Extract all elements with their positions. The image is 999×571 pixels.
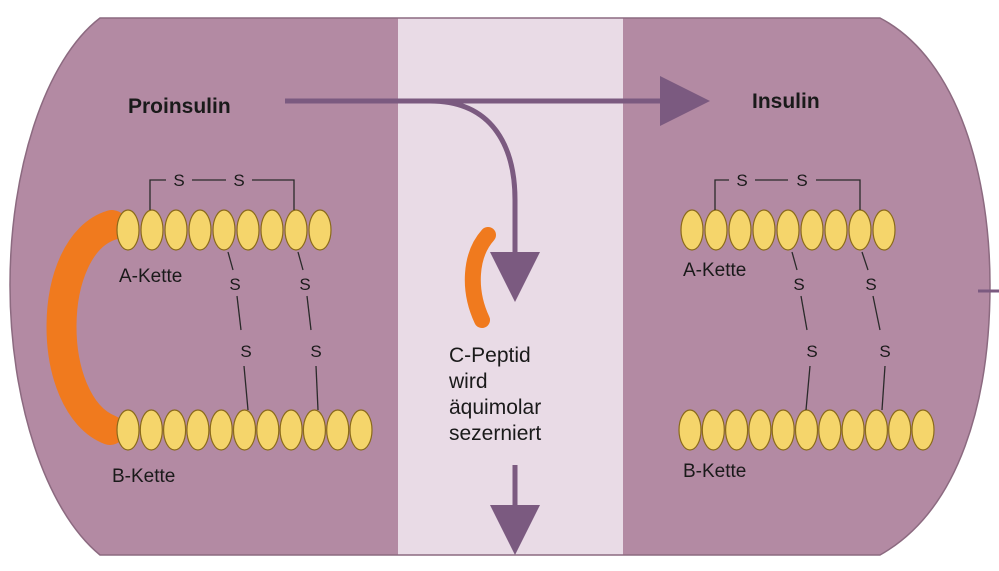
amino-acid-bead bbox=[187, 410, 209, 450]
proinsulin-b-chain bbox=[117, 410, 372, 450]
amino-acid-bead bbox=[210, 410, 232, 450]
insulin-b-chain bbox=[679, 410, 934, 450]
amino-acid-bead bbox=[705, 210, 727, 250]
sulfur-label: S bbox=[299, 275, 310, 294]
c-peptide-caption-line: sezerniert bbox=[449, 422, 541, 445]
amino-acid-bead bbox=[165, 210, 187, 250]
insulin-b-chain-label: B-Kette bbox=[683, 461, 746, 482]
amino-acid-bead bbox=[141, 210, 163, 250]
amino-acid-bead bbox=[889, 410, 911, 450]
sulfur-label: S bbox=[796, 171, 807, 190]
amino-acid-bead bbox=[912, 410, 934, 450]
sulfur-label: S bbox=[865, 275, 876, 294]
center-strip bbox=[398, 0, 623, 571]
amino-acid-bead bbox=[849, 210, 871, 250]
amino-acid-bead bbox=[729, 210, 751, 250]
amino-acid-bead bbox=[234, 410, 256, 450]
sulfur-label: S bbox=[793, 275, 804, 294]
amino-acid-bead bbox=[237, 210, 259, 250]
amino-acid-bead bbox=[117, 210, 139, 250]
amino-acid-bead bbox=[117, 410, 139, 450]
c-peptide-caption-line: wird bbox=[448, 370, 488, 393]
sulfur-label: S bbox=[310, 342, 321, 361]
amino-acid-bead bbox=[140, 410, 162, 450]
amino-acid-bead bbox=[825, 210, 847, 250]
sulfur-label: S bbox=[240, 342, 251, 361]
amino-acid-bead bbox=[842, 410, 864, 450]
sulfur-label: S bbox=[173, 171, 184, 190]
amino-acid-bead bbox=[213, 210, 235, 250]
amino-acid-bead bbox=[819, 410, 841, 450]
amino-acid-bead bbox=[189, 210, 211, 250]
sulfur-label: S bbox=[233, 171, 244, 190]
proinsulin-a-chain-label: A-Kette bbox=[119, 266, 182, 287]
amino-acid-bead bbox=[801, 210, 823, 250]
amino-acid-bead bbox=[702, 410, 724, 450]
amino-acid-bead bbox=[280, 410, 302, 450]
amino-acid-bead bbox=[679, 410, 701, 450]
amino-acid-bead bbox=[753, 210, 775, 250]
sulfur-label: S bbox=[806, 342, 817, 361]
proinsulin-title: Proinsulin bbox=[128, 95, 231, 118]
amino-acid-bead bbox=[285, 210, 307, 250]
sulfur-label: S bbox=[229, 275, 240, 294]
amino-acid-bead bbox=[777, 210, 799, 250]
amino-acid-bead bbox=[873, 210, 895, 250]
sulfur-label: S bbox=[736, 171, 747, 190]
amino-acid-bead bbox=[257, 410, 279, 450]
proinsulin-a-chain bbox=[117, 210, 331, 250]
amino-acid-bead bbox=[303, 410, 325, 450]
insulin-a-chain-label: A-Kette bbox=[683, 260, 746, 281]
amino-acid-bead bbox=[681, 210, 703, 250]
amino-acid-bead bbox=[327, 410, 349, 450]
amino-acid-bead bbox=[164, 410, 186, 450]
c-peptide-caption-line: C-Peptid bbox=[449, 344, 531, 367]
amino-acid-bead bbox=[726, 410, 748, 450]
amino-acid-bead bbox=[749, 410, 771, 450]
proinsulin-b-chain-label: B-Kette bbox=[112, 466, 175, 487]
insulin-title: Insulin bbox=[752, 90, 820, 113]
amino-acid-bead bbox=[772, 410, 794, 450]
c-peptide-caption-line: äquimolar bbox=[449, 396, 541, 419]
amino-acid-bead bbox=[796, 410, 818, 450]
amino-acid-bead bbox=[261, 210, 283, 250]
sulfur-label: S bbox=[879, 342, 890, 361]
amino-acid-bead bbox=[350, 410, 372, 450]
amino-acid-bead bbox=[309, 210, 331, 250]
insulin-a-chain bbox=[681, 210, 895, 250]
amino-acid-bead bbox=[865, 410, 887, 450]
